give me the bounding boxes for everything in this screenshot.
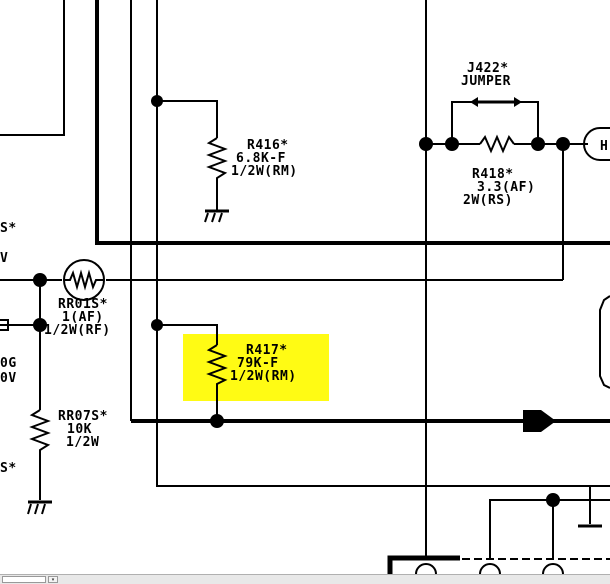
left-partial-label-a: S*: [0, 221, 17, 236]
rr07s-rating: 1/2W: [66, 435, 99, 450]
r418-ref: R418*: [472, 167, 514, 182]
left-partial-box: [0, 0, 65, 136]
status-bar: ▾: [0, 574, 610, 584]
rr07s-ref: RR07S*: [58, 409, 108, 424]
left-partial-label-c: 0G: [0, 356, 17, 371]
right-partial-label: H: [600, 139, 608, 154]
rr01s-ref: RR01S*: [58, 297, 108, 312]
zoom-input[interactable]: [2, 576, 46, 583]
rr01s-thermistor: [63, 259, 105, 301]
r416-ref: R416*: [247, 138, 289, 153]
left-partial-label-b: V: [0, 251, 8, 266]
rr07s-value: 10K: [67, 422, 92, 437]
main-bus: [131, 410, 610, 432]
j422-value: JUMPER: [461, 74, 511, 89]
left-partial-label-e: S*: [0, 461, 17, 476]
rr01s-value: 1(AF): [62, 310, 104, 325]
r416-rating: 1/2W(RM): [231, 164, 298, 179]
r417-rating: 1/2W(RM): [230, 369, 297, 384]
rr07s-resistor: [0, 280, 52, 515]
main-frame: [95, 0, 610, 560]
r416-resistor: [151, 95, 229, 223]
right-connector: [599, 295, 610, 389]
bottom-right-circuit: [387, 486, 610, 574]
r417-ref: R417*: [246, 343, 288, 358]
left-partial-label-d: 0V: [0, 371, 17, 386]
rr01s-rating: 1/2W(RF): [44, 323, 111, 338]
r416-value: 6.8K-F: [236, 151, 286, 166]
zoom-dropdown-button[interactable]: ▾: [48, 576, 58, 583]
r417-highlight: [183, 334, 329, 401]
r418-value: 3.3(AF): [477, 180, 535, 195]
r417-value: 79K-F: [237, 356, 279, 371]
r418-network: [419, 97, 610, 280]
r417-resistor: [151, 319, 228, 421]
r418-rating: 2W(RS): [463, 193, 513, 208]
j422-ref: J422*: [467, 61, 509, 76]
